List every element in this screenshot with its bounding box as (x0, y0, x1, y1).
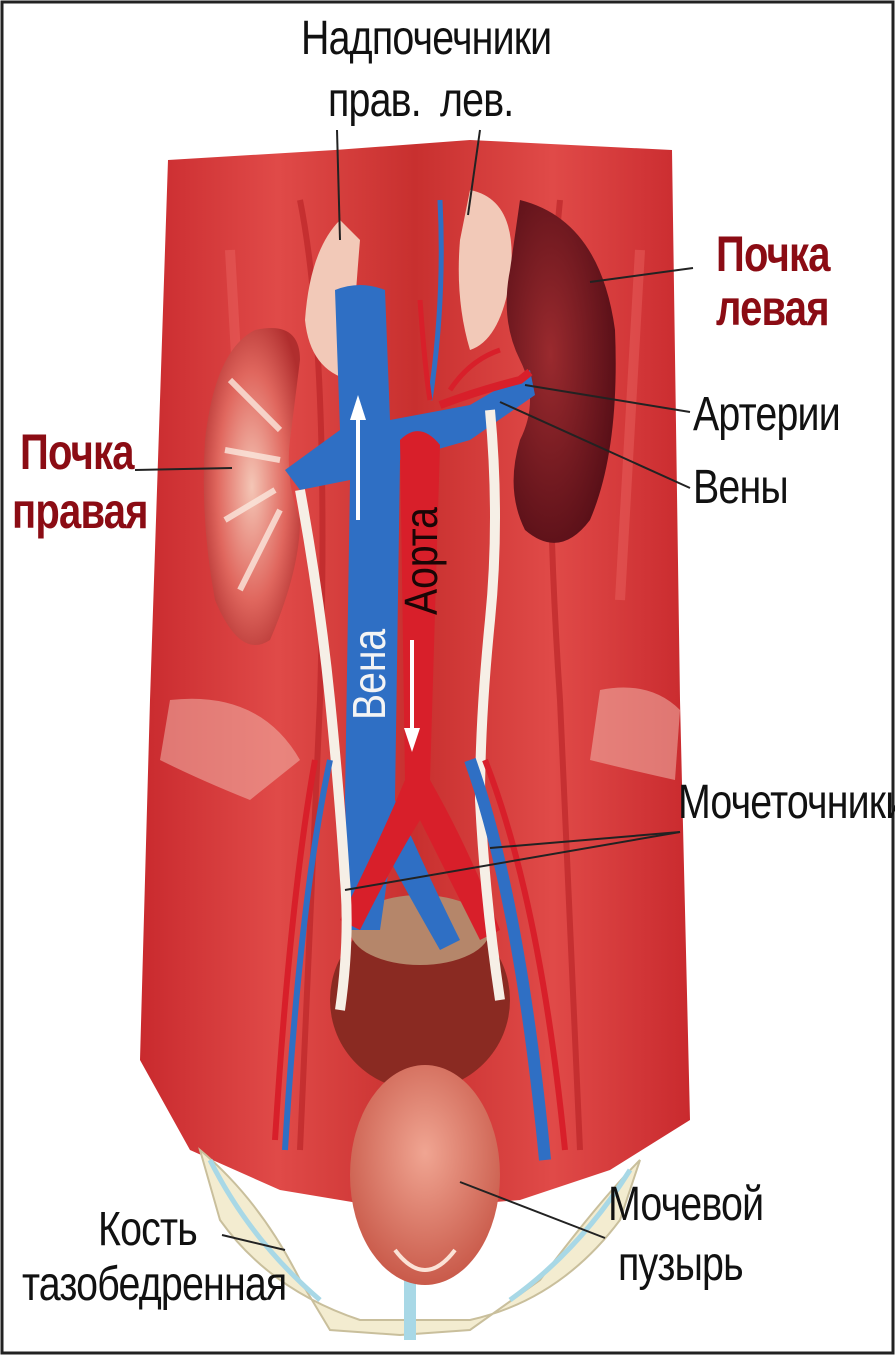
kidney-left-label-line1: Почка (716, 228, 830, 281)
adrenals-title-label: Надпочечники (301, 14, 551, 64)
kidney-right-label-line2: правая (12, 485, 148, 538)
bladder-label-line2: пузырь (618, 1240, 743, 1290)
bone-label-line1: Кость (98, 1205, 197, 1255)
kidney-left-label-line2: левая (716, 282, 829, 335)
kidney-right-label-line1: Почка (20, 426, 134, 479)
adrenal-right-label: прав. (328, 76, 421, 126)
bladder-label-line1: Мочевой (608, 1180, 763, 1230)
veins-label: Вены (693, 463, 788, 513)
arteries-label: Артерии (693, 390, 840, 440)
ureters-label: Мочеточники (678, 778, 895, 828)
aorta-label: Аорта (397, 507, 445, 615)
bladder (350, 1065, 500, 1285)
vena-label: Вена (345, 629, 393, 720)
bone-label-line2: тазобедренная (22, 1260, 286, 1310)
adrenal-left-label: лев. (440, 76, 513, 126)
